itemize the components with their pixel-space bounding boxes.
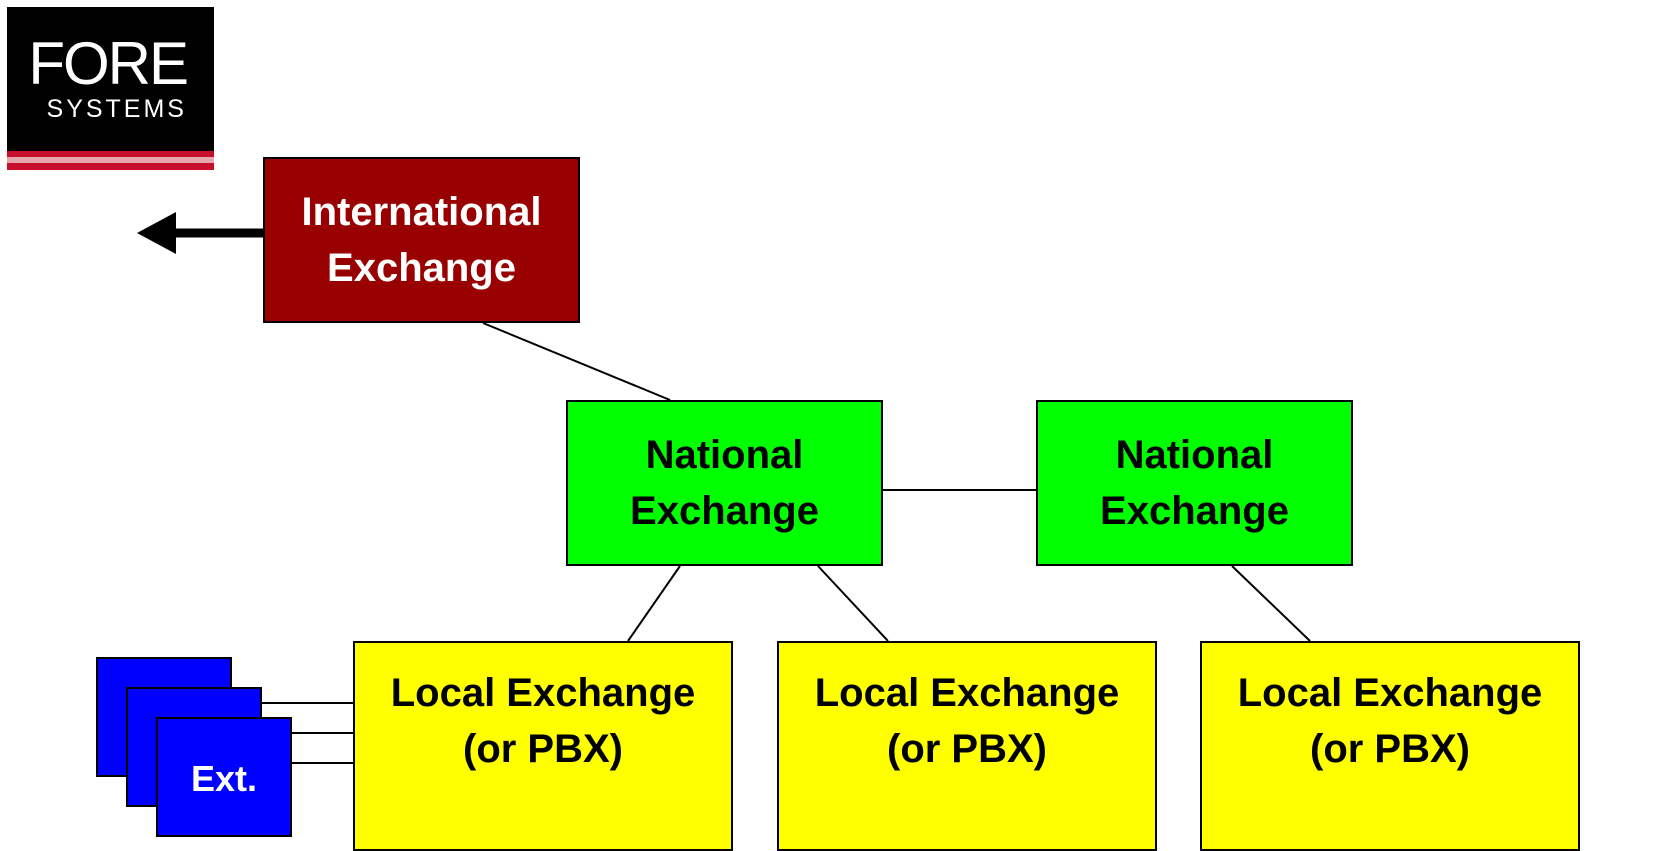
national-exchange-node: National Exchange — [1036, 400, 1353, 566]
extension-label: Ext. — [190, 758, 258, 799]
logo-wordmark-main: FORE — [28, 30, 189, 97]
logo-accent-stripe — [7, 157, 214, 163]
extension-node: Ext. — [156, 717, 292, 837]
international-exchange-label-line1: International — [301, 190, 542, 234]
national-exchange-label-line2: Exchange — [630, 489, 819, 533]
logo-wordmark-sub: SYSTEMS — [46, 95, 187, 123]
link-international-national — [482, 322, 671, 401]
national-exchange-label-line1: National — [1115, 433, 1274, 477]
local-exchange-label-line2: (or PBX) — [887, 727, 1047, 771]
local-exchange-node: Local Exchange (or PBX) — [777, 641, 1157, 851]
link-national2-local3 — [1231, 565, 1311, 642]
national-exchange-node: National Exchange — [566, 400, 883, 566]
local-exchange-label-line1: Local Exchange — [390, 671, 696, 715]
local-exchange-label-line1: Local Exchange — [814, 671, 1120, 715]
link-national1-local1 — [627, 565, 681, 642]
local-exchange-label-line2: (or PBX) — [463, 727, 623, 771]
link-national1-local2 — [817, 565, 889, 642]
local-exchange-node: Local Exchange (or PBX) — [1200, 641, 1580, 851]
fore-systems-logo: FORE SYSTEMS — [7, 7, 214, 170]
local-exchange-label-line1: Local Exchange — [1237, 671, 1543, 715]
national-exchange-label-line1: National — [645, 433, 804, 477]
international-exchange-label-line2: Exchange — [327, 246, 516, 290]
local-exchange-label-line2: (or PBX) — [1310, 727, 1470, 771]
national-exchange-label-line2: Exchange — [1100, 489, 1289, 533]
local-exchange-node: Local Exchange (or PBX) — [353, 641, 733, 851]
international-exchange-node: International Exchange — [263, 157, 580, 323]
outgoing-arrow — [137, 212, 263, 254]
